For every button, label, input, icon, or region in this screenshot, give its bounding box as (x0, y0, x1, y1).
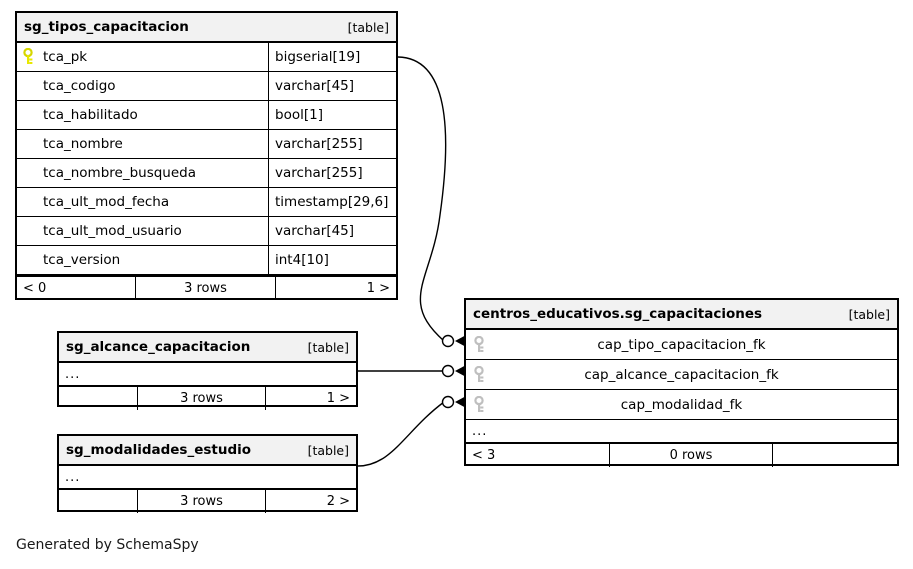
table-title: sg_tipos_capacitacion (24, 19, 189, 35)
foreign-key-icon (474, 335, 488, 354)
table-sg-tipos-capacitacion[interactable]: sg_tipos_capacitacion [table] tca_pk big… (15, 11, 398, 300)
table-row[interactable]: cap_modalidad_fk (466, 390, 897, 420)
column-name-cell: tca_version (17, 246, 268, 274)
table-header: sg_tipos_capacitacion [table] (17, 13, 396, 43)
column-type: int4[10] (268, 246, 396, 274)
table-centros-educativos-sg-capacitaciones[interactable]: centros_educativos.sg_capacitaciones [ta… (464, 298, 899, 467)
table-title: sg_alcance_capacitacion (66, 339, 251, 355)
column-name-cell: tca_pk (17, 43, 268, 71)
collapsed-columns-indicator: ... (472, 423, 488, 439)
table-type-tag: [table] (347, 19, 389, 35)
column-name: tca_version (43, 252, 121, 268)
column-name-cell: tca_ult_mod_fecha (17, 188, 268, 216)
no-key-icon (23, 77, 37, 95)
column-type: bigserial[19] (268, 43, 396, 71)
column-type: bool[1] (268, 101, 396, 129)
parent-count: < 3 (472, 448, 496, 463)
column-name: cap_modalidad_fk (620, 396, 743, 413)
table-type-tag: [table] (307, 442, 349, 458)
column-name-cell: tca_habilitado (17, 101, 268, 129)
table-footer: 3 rows 2 > (59, 488, 356, 513)
table-row[interactable]: tca_habilitado bool[1] (17, 101, 396, 130)
table-row[interactable]: tca_pk bigserial[19] (17, 43, 396, 72)
table-row[interactable]: tca_nombre varchar[255] (17, 130, 396, 159)
no-key-icon (23, 193, 37, 211)
table-row[interactable]: cap_tipo_capacitacion_fk (466, 330, 897, 360)
generated-by-caption: Generated by SchemaSpy (16, 537, 199, 553)
table-header: sg_alcance_capacitacion [table] (59, 333, 356, 363)
column-name-cell: cap_alcance_capacitacion_fk (466, 360, 897, 389)
table-row[interactable]: cap_alcance_capacitacion_fk (466, 360, 897, 390)
collapsed-columns-indicator: ... (65, 469, 81, 485)
column-name-cell: cap_tipo_capacitacion_fk (466, 330, 897, 359)
table-type-tag: [table] (848, 306, 890, 322)
table-header: centros_educativos.sg_capacitaciones [ta… (466, 300, 897, 330)
no-key-icon (23, 251, 37, 269)
column-name-cell: tca_nombre_busqueda (17, 159, 268, 187)
table-row[interactable]: tca_ult_mod_fecha timestamp[29,6] (17, 188, 396, 217)
no-key-icon (23, 164, 37, 182)
column-type: varchar[45] (268, 72, 396, 100)
column-type: timestamp[29,6] (268, 188, 396, 216)
child-count: 1 > (275, 277, 396, 300)
child-count (772, 444, 897, 467)
column-name: tca_habilitado (43, 107, 138, 123)
table-title: sg_modalidades_estudio (66, 442, 252, 458)
row-count: 3 rows (135, 277, 275, 300)
parent-count (59, 490, 137, 513)
row-count: 0 rows (609, 444, 772, 467)
parent-count (59, 387, 137, 410)
primary-key-icon (23, 48, 37, 66)
column-name-cell: tca_ult_mod_usuario (17, 217, 268, 245)
table-title: centros_educativos.sg_capacitaciones (473, 306, 763, 322)
column-name: tca_nombre_busqueda (43, 165, 197, 181)
column-name: cap_alcance_capacitacion_fk (584, 366, 779, 383)
no-key-icon (23, 106, 37, 124)
relationship-line-tipos-capacitaciones (397, 56, 447, 342)
table-row[interactable]: tca_codigo varchar[45] (17, 72, 396, 101)
parent-count: < 0 (23, 281, 47, 296)
relationship-line-modalidades-capacitaciones (357, 401, 445, 467)
column-name-cell: cap_modalidad_fk (466, 390, 897, 419)
table-header: sg_modalidades_estudio [table] (59, 436, 356, 466)
collapsed-columns-indicator: ... (65, 366, 81, 382)
row-count: 3 rows (137, 387, 265, 410)
column-name-cell: tca_codigo (17, 72, 268, 100)
column-name: tca_codigo (43, 78, 116, 94)
row-count: 3 rows (137, 490, 265, 513)
table-row[interactable]: tca_version int4[10] (17, 246, 396, 275)
table-type-tag: [table] (307, 339, 349, 355)
column-type: varchar[255] (268, 159, 396, 187)
column-name: tca_ult_mod_fecha (43, 194, 170, 210)
column-type: varchar[45] (268, 217, 396, 245)
child-count: 2 > (265, 490, 356, 513)
table-sg-alcance-capacitacion[interactable]: sg_alcance_capacitacion [table] ... 3 ro… (57, 331, 358, 410)
column-type: varchar[255] (268, 130, 396, 158)
table-footer: < 3 0 rows (466, 442, 897, 467)
column-name: tca_nombre (43, 136, 123, 152)
column-name: tca_ult_mod_usuario (43, 223, 182, 239)
no-key-icon (23, 135, 37, 153)
foreign-key-icon (474, 365, 488, 384)
foreign-key-icon (474, 395, 488, 414)
table-footer: 3 rows 1 > (59, 385, 356, 410)
child-count: 1 > (265, 387, 356, 410)
table-footer: < 0 3 rows 1 > (17, 275, 396, 300)
table-row[interactable]: tca_nombre_busqueda varchar[255] (17, 159, 396, 188)
no-key-icon (23, 222, 37, 240)
table-sg-modalidades-estudio[interactable]: sg_modalidades_estudio [table] ... 3 row… (57, 434, 358, 513)
column-name: tca_pk (43, 49, 88, 65)
column-name-cell: tca_nombre (17, 130, 268, 158)
column-name: cap_tipo_capacitacion_fk (597, 336, 766, 353)
table-row[interactable]: tca_ult_mod_usuario varchar[45] (17, 217, 396, 246)
